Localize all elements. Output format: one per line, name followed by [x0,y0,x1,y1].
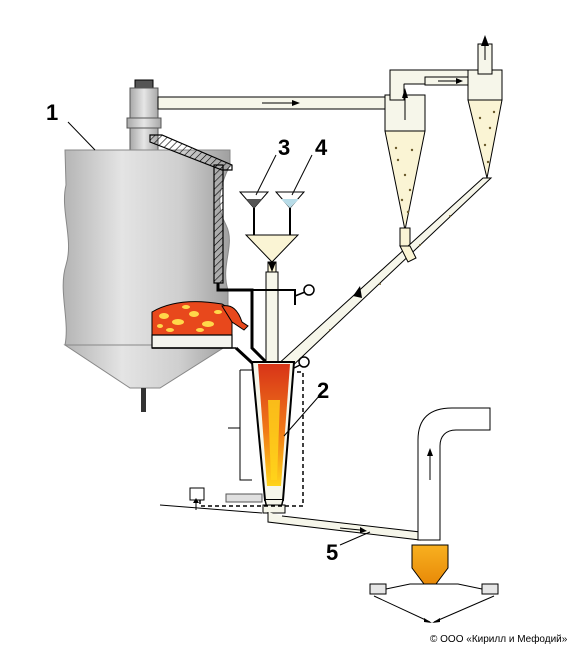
leader-lines [67,121,371,546]
chimney-ring [126,117,162,129]
label-1: 1 [46,100,58,125]
vessel-discharge [141,388,146,412]
burner-2 [250,271,315,514]
bracket [228,369,252,481]
label-4: 4 [315,135,328,160]
recycle-line [275,177,493,373]
gas-duct-top [157,96,391,110]
molten-bath [151,301,249,349]
vessel-cone [63,344,230,389]
copyright: © ООО «Кирилл и Мефодий» [430,633,568,645]
mixing-funnel [244,234,300,273]
hopper-4 [274,191,306,235]
valve-box [189,487,263,510]
label-5: 5 [326,540,338,565]
product-duct-5 [267,407,491,541]
label-2: 2 [317,378,329,403]
chimney-cap [134,79,154,89]
cyclone-1 [384,69,426,247]
control-line [199,371,304,507]
label-3: 3 [278,135,290,160]
hatched-chute [149,134,233,284]
vessel-1 [62,79,231,412]
hopper-3 [238,191,270,235]
ground-line [159,504,263,514]
collection-hopper [369,544,499,623]
cyclone-2 [467,35,503,179]
